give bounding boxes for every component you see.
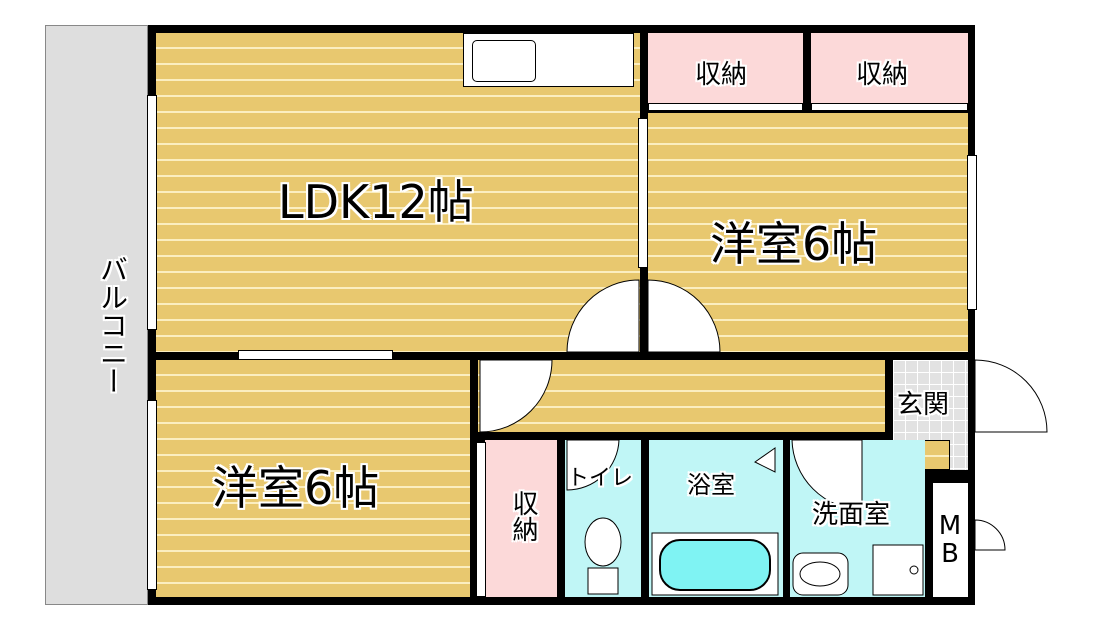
drain-icon bbox=[909, 565, 919, 575]
label-storage-top-2: 収納 bbox=[856, 60, 909, 90]
door-western-right bbox=[647, 279, 721, 353]
label-storage-top-1: 収納 bbox=[695, 60, 748, 90]
label-storage-bottom: 収納 bbox=[508, 490, 538, 542]
door-mb bbox=[974, 519, 1006, 551]
sink-icon bbox=[472, 40, 536, 82]
door-entrance bbox=[974, 359, 1048, 433]
toilet-bowl bbox=[584, 517, 622, 567]
door-toilet bbox=[566, 439, 620, 491]
label-washroom: 洗面室 bbox=[812, 500, 891, 530]
sliding-door-ldk-right[interactable] bbox=[638, 118, 648, 268]
storage-door-1[interactable] bbox=[648, 103, 803, 111]
balcony bbox=[45, 25, 148, 605]
window-ldk bbox=[147, 95, 157, 330]
window-western-left bbox=[147, 400, 157, 590]
room-storage-top-2 bbox=[811, 33, 968, 105]
label-bath: 浴室 bbox=[687, 471, 735, 499]
toilet-tank bbox=[587, 567, 619, 595]
door-ldk-left bbox=[566, 279, 640, 353]
label-toilet: トイレ bbox=[567, 466, 634, 491]
label-mb: MB bbox=[938, 511, 962, 569]
bathtub-basin bbox=[659, 539, 771, 591]
door-hallway bbox=[479, 359, 553, 433]
storage-door-2[interactable] bbox=[811, 103, 968, 111]
sliding-door-storage[interactable] bbox=[476, 442, 486, 597]
bath-door bbox=[754, 447, 776, 473]
room-western-left bbox=[156, 360, 470, 597]
room-mb bbox=[933, 483, 968, 597]
balcony-label: バルコニー bbox=[96, 255, 129, 395]
washing-machine-space bbox=[872, 544, 924, 596]
sliding-door-ldk[interactable] bbox=[238, 350, 393, 360]
label-western-right: 洋室6帖 bbox=[710, 217, 878, 271]
kitchen-counter bbox=[463, 33, 634, 87]
label-ldk: LDK12帖 bbox=[278, 175, 474, 229]
washbasin-bowl bbox=[799, 561, 841, 587]
room-storage-bottom bbox=[485, 440, 557, 597]
door-washroom bbox=[791, 439, 863, 511]
window-western-right bbox=[967, 155, 977, 310]
label-western-left: 洋室6帖 bbox=[212, 461, 380, 515]
room-storage-top-1 bbox=[648, 33, 803, 105]
label-entrance: 玄関 bbox=[897, 390, 950, 420]
